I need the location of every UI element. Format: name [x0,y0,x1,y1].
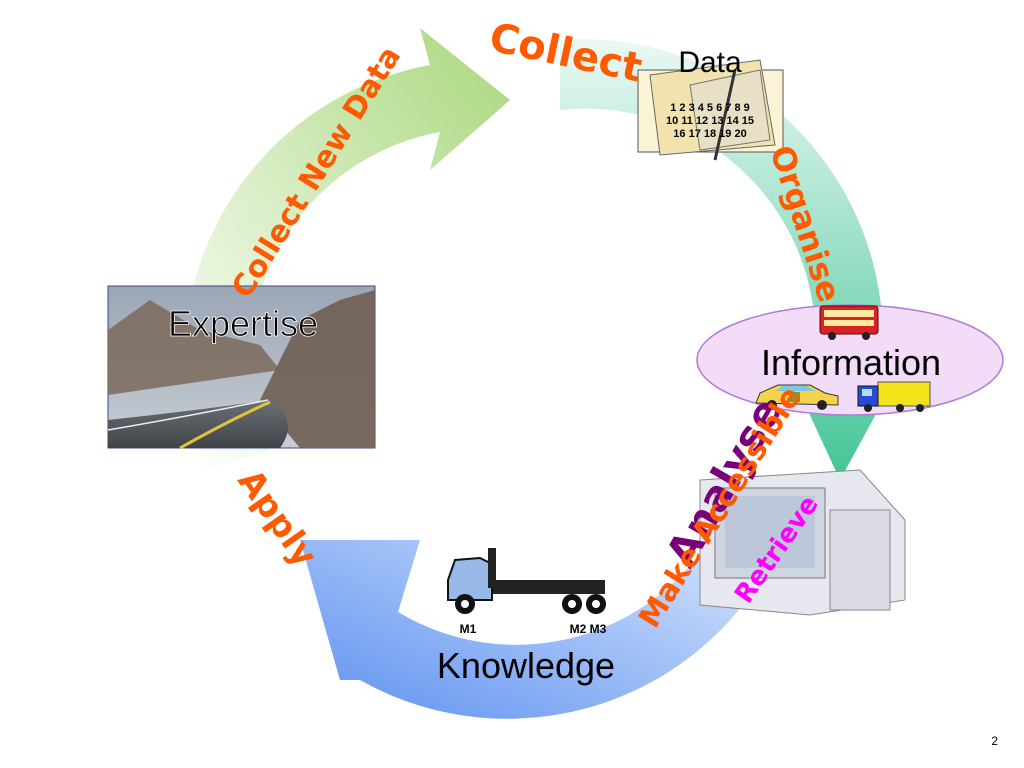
calendar-row-3: 16 17 18 19 20 [673,128,746,140]
calendar-icon: 1 2 3 4 5 6 7 8 9 10 11 12 13 14 15 16 1… [637,59,784,161]
computer-icon [699,469,906,616]
calendar-row-1: 1 2 3 4 5 6 7 8 9 [670,102,750,114]
node-knowledge-label: Knowledge [437,645,615,686]
slide-number: 2 [991,734,998,748]
truck-label-m2m3: M2 M3 [570,622,607,636]
expertise-photo [107,285,376,450]
lorry-icon [857,381,931,412]
node-information-label: Information [761,342,941,383]
truck-label-m1: M1 [460,622,477,636]
node-expertise-label: Expertise [168,303,318,344]
bus-icon [819,305,879,340]
calendar-row-2: 10 11 12 13 14 15 [666,115,754,127]
truck-icon: M1 M2 M3 [447,548,607,636]
arrow-apply [300,500,790,719]
label-apply: Apply [230,462,325,574]
car-icon [755,384,839,410]
node-data-label: Data [678,46,742,79]
